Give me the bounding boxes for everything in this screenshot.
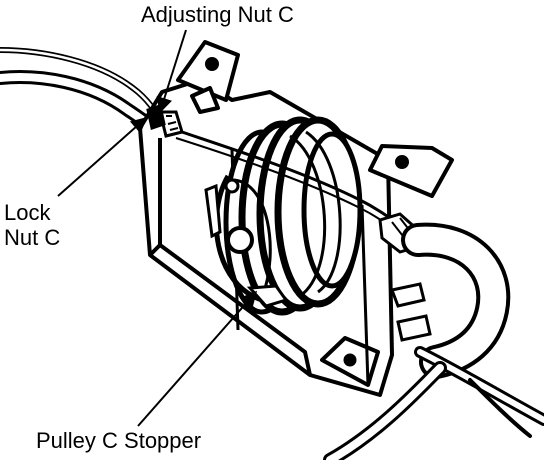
leader-lines xyxy=(57,29,258,427)
cable-left xyxy=(0,47,162,135)
label-adjusting-nut-c: Adjusting Nut C xyxy=(141,2,294,27)
adjusting-nut-leader xyxy=(156,29,187,114)
pulley-c xyxy=(213,116,363,316)
label-lock-nut-line2: Nut C xyxy=(4,225,61,250)
lock-nut-leader xyxy=(57,116,148,197)
label-lock-nut-line1: Lock xyxy=(4,200,51,225)
pulley-c-stopper xyxy=(204,178,289,308)
label-pulley-c-stopper: Pulley C Stopper xyxy=(36,428,202,453)
right-fitting xyxy=(378,212,432,342)
cable-right xyxy=(323,222,544,465)
stopper-leader xyxy=(137,290,258,427)
label-lock-nut-c: Lock Nut C xyxy=(4,200,60,250)
